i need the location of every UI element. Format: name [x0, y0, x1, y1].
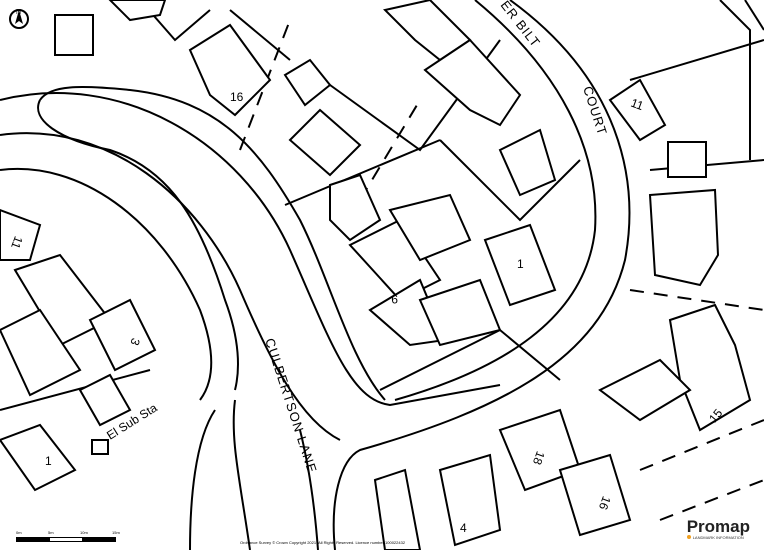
scale-segment [16, 537, 50, 542]
road-label-culbertson-lane: CULBERTSON LANE [262, 336, 320, 475]
copyright-notice: Ordnance Survey © Crown Copyright 2021. … [240, 540, 406, 545]
scale-tick: 5m [48, 530, 54, 535]
scale-segment [49, 537, 83, 542]
house-number: 16 [596, 494, 614, 512]
scale-bar: 0m 5m 10m 15m [16, 530, 120, 544]
house-number: 1 [517, 257, 524, 271]
house-number: 11 [8, 234, 26, 251]
house-number: 1 [45, 454, 52, 468]
scale-tick: 0m [16, 530, 22, 535]
logo-name: Promap [686, 517, 750, 536]
house-number: 18 [530, 449, 548, 467]
road-island [39, 86, 386, 401]
road-island [37, 99, 239, 391]
house-number: 9 [391, 292, 398, 306]
north-arrow-icon [9, 9, 29, 29]
scale-segment [82, 537, 116, 542]
road-edge [0, 167, 213, 401]
scale-tick: 10m [80, 530, 88, 535]
road-edge [332, 0, 631, 550]
promap-logo: Promap LANDMARK INFORMATION [687, 518, 750, 540]
scale-tick: 15m [112, 530, 120, 535]
road-edge [0, 92, 501, 407]
road-edge [394, 0, 597, 401]
house-number: 16 [230, 90, 244, 104]
house-number: 4 [460, 521, 467, 535]
road-edge [232, 399, 251, 550]
house-number: 11 [629, 96, 646, 114]
house-number: 3 [127, 336, 143, 347]
road-edge [299, 429, 319, 550]
logo-tagline: LANDMARK INFORMATION [687, 535, 750, 540]
road-edge [0, 132, 341, 441]
